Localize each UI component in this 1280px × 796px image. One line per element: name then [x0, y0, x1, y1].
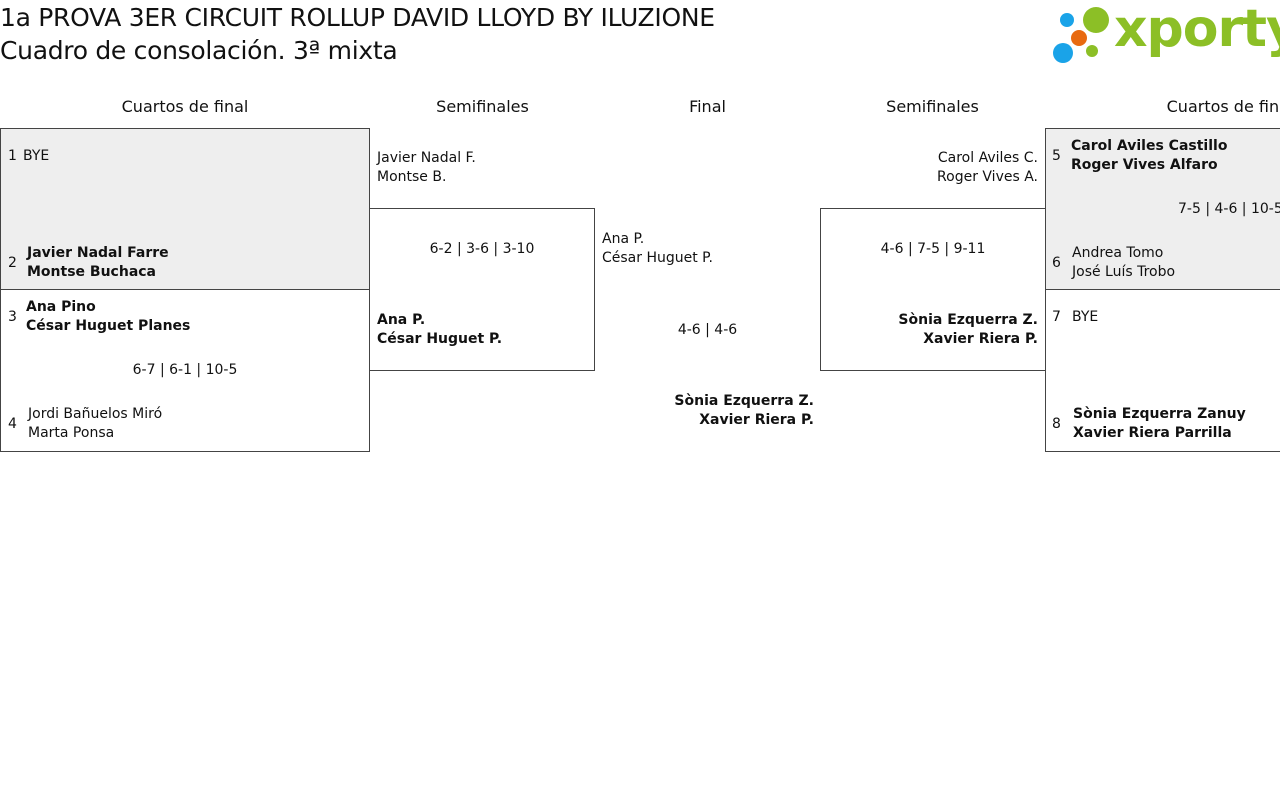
seed-number: 1 — [8, 148, 17, 164]
player-name: Xavier Riera P. — [923, 331, 1038, 347]
seed-number: 7 — [1052, 309, 1061, 325]
match-score: 6-2 | 3-6 | 3-10 — [429, 241, 535, 257]
col-head-left-semis: Semifinales — [436, 97, 529, 116]
right-semi-top-player: Carol Aviles C. — [937, 150, 1038, 166]
seed-number: 8 — [1052, 416, 1061, 432]
final-winner-player: Sònia Ezquerra Z. — [674, 393, 814, 409]
player-name: Sònia Ezquerra Z. — [898, 312, 1038, 328]
player-name: Javier Nadal Farre — [27, 245, 169, 261]
player-name: José Luís Trobo — [1072, 264, 1176, 280]
seed-number: 5 — [1052, 148, 1061, 164]
right-quarter-match-2[interactable]: 7 BYE 8 Sònia Ezquerra Zanuy Xavier Rier… — [1045, 289, 1280, 452]
left-semi-top-player: Montse B. — [377, 169, 447, 185]
right-semi-top-player: Roger Vives A. — [937, 169, 1038, 185]
final-top-player: Ana P. — [602, 231, 645, 247]
seed-number: 4 — [8, 416, 17, 432]
final-score: 4-6 | 4-6 — [677, 322, 738, 338]
player-name: Jordi Bañuelos Miró — [28, 406, 163, 422]
col-head-right-semis: Semifinales — [886, 97, 979, 116]
page-title: 1a PROVA 3ER CIRCUIT ROLLUP DAVID LLOYD … — [0, 3, 715, 32]
seed-number: 3 — [8, 309, 17, 325]
player-name: Xavier Riera Parrilla — [1073, 425, 1232, 441]
player-name: BYE — [1072, 309, 1099, 325]
logo-wordmark: xporty — [1114, 0, 1280, 59]
player-name: BYE — [23, 148, 50, 164]
match-score: 6-7 | 6-1 | 10-5 — [132, 362, 238, 378]
player-name: Sònia Ezquerra Zanuy — [1073, 406, 1246, 422]
match-score: 4-6 | 7-5 | 9-11 — [880, 241, 986, 257]
player-name: César Huguet P. — [377, 331, 503, 347]
col-head-right-quarters: Cuartos de final — [1166, 97, 1280, 116]
xporty-logo[interactable]: xporty — [1052, 0, 1280, 66]
left-semi-match[interactable]: 6-2 | 3-6 | 3-10 Ana P. César Huguet P. — [369, 208, 595, 371]
page-subtitle: Cuadro de consolación. 3ª mixta — [0, 36, 398, 65]
right-semi-match[interactable]: 4-6 | 7-5 | 9-11 Sònia Ezquerra Z. Xavie… — [820, 208, 1046, 371]
player-name: Montse Buchaca — [27, 264, 157, 280]
player-name: Ana Pino — [26, 299, 96, 315]
player-name: Andrea Tomo — [1072, 245, 1164, 261]
col-head-left-quarters: Cuartos de final — [121, 97, 249, 116]
player-name: Marta Ponsa — [28, 425, 115, 441]
player-name: Roger Vives Alfaro — [1071, 157, 1218, 173]
seed-number: 2 — [8, 255, 17, 271]
left-semi-top-player: Javier Nadal F. — [377, 150, 476, 166]
final-top-player: César Huguet P. — [602, 250, 713, 266]
right-quarter-match-1[interactable]: 5 Carol Aviles Castillo Roger Vives Alfa… — [1045, 128, 1280, 290]
final-winner-player: Xavier Riera P. — [699, 412, 814, 428]
col-head-final: Final — [689, 97, 726, 116]
player-name: Ana P. — [377, 312, 426, 328]
match-score: 7-5 | 4-6 | 10-5 — [1178, 201, 1280, 217]
seed-number: 6 — [1052, 255, 1061, 271]
logo-dots-icon — [1053, 7, 1109, 63]
player-name: César Huguet Planes — [26, 318, 191, 334]
left-quarter-match-1[interactable]: 1 BYE 2 Javier Nadal Farre Montse Buchac… — [0, 128, 370, 290]
player-name: Carol Aviles Castillo — [1071, 138, 1228, 154]
left-quarter-match-2[interactable]: 3 Ana Pino César Huguet Planes 6-7 | 6-1… — [0, 289, 370, 452]
